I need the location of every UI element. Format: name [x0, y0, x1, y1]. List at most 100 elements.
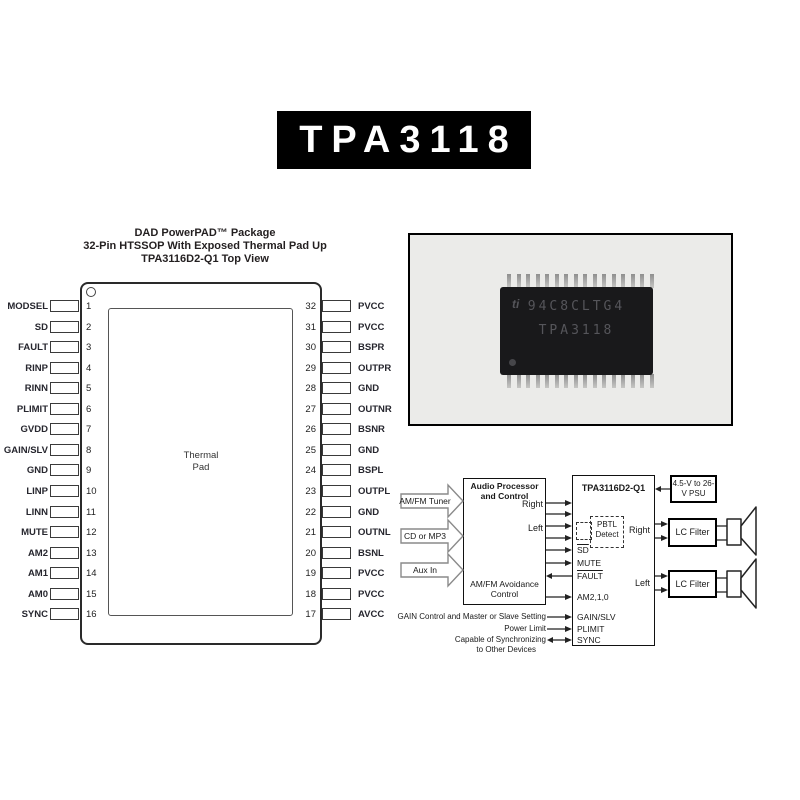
- chip-leg-bottom: [640, 374, 645, 388]
- chip-leg-top: [611, 274, 616, 288]
- pin-label-right: GND: [358, 444, 380, 456]
- pin-pad-left: [50, 526, 79, 539]
- lc-filter-left-box: [668, 570, 717, 598]
- chip-leg-bottom: [573, 374, 578, 388]
- pin-pad-left: [50, 443, 79, 456]
- pin-label-right: GND: [358, 383, 380, 395]
- chip-leg-top: [535, 274, 540, 288]
- pin-pad-right: [322, 402, 351, 415]
- pin-label-right: PVCC: [358, 301, 385, 312]
- chip-leg-bottom: [564, 374, 569, 388]
- pin-label-left: GVDD: [20, 424, 48, 436]
- chip-leg-top: [554, 274, 559, 288]
- pin-number-right: 31: [305, 321, 316, 333]
- pin-number-right: 19: [305, 568, 316, 580]
- chip-leg-bottom: [583, 374, 588, 388]
- chip-leg-bottom: [535, 374, 540, 388]
- lc-filter-right-label: LC Filter: [675, 527, 710, 537]
- pin-number-left: 10: [86, 485, 97, 497]
- product-title: TPA3118: [299, 118, 518, 161]
- pin-label-left: LINN: [25, 506, 48, 518]
- chip-leg-top: [602, 274, 607, 288]
- pin-label-right: BSNL: [358, 547, 384, 559]
- pin-label-right: BSNR: [358, 424, 385, 436]
- pin-number-right: 17: [305, 609, 316, 621]
- thermal-pad-outline: [108, 308, 293, 616]
- pin-number-right: 24: [305, 465, 316, 477]
- package-heading-line2: 32-Pin HTSSOP With Exposed Thermal Pad U…: [83, 240, 327, 252]
- pbtl-sense-dashed-box: [576, 522, 592, 540]
- pin-label-right: AVCC: [358, 609, 385, 621]
- pin-label-right: BSPL: [358, 465, 384, 477]
- pin-number-right: 22: [305, 506, 316, 518]
- pin-label-left: MODSEL: [7, 301, 48, 312]
- package-body-outline: [80, 282, 322, 645]
- amplifier-title: TPA3116D2-Q1: [581, 483, 646, 493]
- amplifier-signal-am210: AM2,1,0: [577, 592, 609, 602]
- pin-pad-right: [322, 587, 351, 600]
- chip-leg-bottom: [516, 374, 521, 388]
- amplifier-box: [572, 475, 655, 646]
- pin-number-left: 7: [86, 424, 92, 436]
- chip-leg-bottom: [507, 374, 511, 388]
- pin-label-left: PLIMIT: [16, 403, 48, 415]
- package-heading-line3: TPA3116D2-Q1 Top View: [141, 253, 269, 265]
- audio-processor-left-label: Left: [527, 523, 543, 533]
- audio-processor-title: Audio Processor and Control: [470, 481, 539, 501]
- amplifier-right-label: Right: [628, 525, 650, 535]
- chip-leg-bottom: [526, 374, 531, 388]
- pin-number-left: 5: [86, 383, 92, 395]
- product-title-banner: TPA3118: [277, 111, 531, 169]
- pin-pad-left: [50, 464, 79, 477]
- pin-pad-left: [50, 546, 79, 559]
- pin-number-right: 25: [305, 444, 316, 456]
- pin-label-right: OUTNR: [358, 403, 392, 415]
- lc-filter-right-box: [668, 518, 717, 547]
- pin-pad-left: [50, 608, 79, 621]
- annotation-sync-line1: Capable of Synchronizing: [454, 635, 546, 644]
- pin-label-left: AM0: [27, 588, 48, 600]
- amplifier-signal-sync: SYNC: [577, 635, 601, 645]
- pin-number-left: 9: [86, 465, 92, 477]
- pin-label-right: PVCC: [358, 321, 385, 333]
- pin-pad-left: [50, 484, 79, 497]
- package-heading: DAD PowerPAD™ Package 32-Pin HTSSOP With…: [30, 227, 380, 266]
- pin-pad-right: [322, 300, 351, 312]
- input-label-amfm-tuner: AM/FM Tuner: [399, 496, 451, 506]
- chip-leg-top: [640, 274, 645, 288]
- input-label-cd-mp3: CD or MP3: [403, 531, 447, 541]
- amplifier-left-label: Left: [634, 578, 650, 588]
- chip-leg-bottom: [611, 374, 616, 388]
- pin1-indicator-icon: [86, 287, 96, 297]
- chip-leg-top: [592, 274, 597, 288]
- lc-filter-left-label: LC Filter: [675, 579, 710, 589]
- pin-label-right: GND: [358, 506, 380, 518]
- psu-box: [670, 475, 717, 503]
- pin-pad-right: [322, 361, 351, 374]
- ti-logo-icon: ti: [512, 297, 520, 311]
- package-heading-line1: DAD PowerPAD™ Package: [134, 227, 276, 239]
- pin-label-left: AM2: [27, 547, 48, 559]
- chip-leg-bottom: [621, 374, 626, 388]
- pin-label-right: OUTPR: [358, 362, 392, 374]
- pin-label-right: PVCC: [358, 568, 385, 580]
- pin-pad-right: [322, 320, 351, 333]
- pin-pad-right: [322, 464, 351, 477]
- pin-label-left: GAIN/SLV: [3, 444, 48, 456]
- chip-leg-top: [526, 274, 531, 288]
- audio-processor-bottom-label: AM/FM Avoidance Control: [470, 579, 539, 599]
- pin-pad-left: [50, 300, 79, 312]
- pin-label-left: RINN: [24, 383, 48, 395]
- annotation-gain-control: GAIN Control and Master or Slave Setting: [397, 612, 546, 621]
- psu-label: 4.5-V to 26-V PSU: [672, 479, 715, 498]
- pin-pad-left: [50, 567, 79, 580]
- pin-label-left: SD: [34, 321, 48, 333]
- speaker-right-icon: [726, 518, 742, 546]
- pin-number-right: 23: [305, 485, 316, 497]
- pin-pad-right: [322, 608, 351, 621]
- pin-pad-right: [322, 443, 351, 456]
- pin-label-right: OUTNL: [358, 527, 391, 539]
- pin-number-left: 6: [86, 403, 92, 415]
- chip-leg-top: [583, 274, 588, 288]
- pin-number-left: 8: [86, 444, 92, 456]
